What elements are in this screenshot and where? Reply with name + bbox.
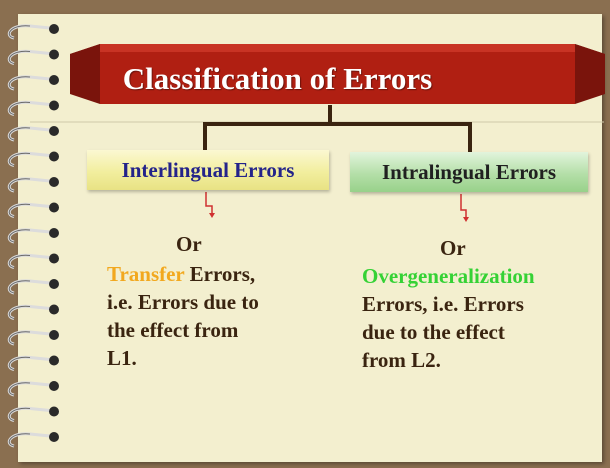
description-line: from L2. <box>362 348 441 372</box>
interlingual-errors-box: Interlingual Errors <box>87 150 329 190</box>
spiral-hole <box>49 381 59 391</box>
description-line: Errors, i.e. Errors <box>362 292 524 316</box>
spiral-hole <box>49 253 59 264</box>
or-label-right: Or <box>440 236 466 260</box>
spiral-hole <box>49 49 59 60</box>
description-line: L1. <box>107 346 137 370</box>
spiral-hole <box>49 406 59 417</box>
description-line: i.e. Errors due to <box>107 290 259 314</box>
spiral-hole <box>49 330 59 340</box>
spiral-hole <box>49 75 59 85</box>
page-title: Classification of Errors <box>122 61 433 96</box>
spiral-hole <box>49 24 59 34</box>
overgeneralization-errors-description: Overgeneralization Errors, i.e. Errors d… <box>362 262 592 374</box>
spiral-hole <box>49 151 59 162</box>
spiral-hole <box>49 355 59 366</box>
description-line: the effect from <box>107 318 239 342</box>
transfer-term: Transfer <box>107 262 185 286</box>
spiral-binding-icon <box>7 24 59 448</box>
description-line: Transfer Errors, <box>107 260 307 288</box>
spiral-hole <box>49 432 59 442</box>
title-banner <box>70 44 605 104</box>
spiral-hole <box>49 202 59 213</box>
description-line: due to the effect <box>362 320 505 344</box>
or-label-left: Or <box>176 232 202 256</box>
spiral-hole <box>49 304 59 315</box>
spiral-hole <box>49 126 59 136</box>
spiral-hole <box>49 279 59 289</box>
overgeneralization-term: Overgeneralization <box>362 264 535 288</box>
spiral-hole <box>49 228 59 238</box>
transfer-errors-description: Transfer Errors, i.e. Errors due to the … <box>107 260 307 372</box>
description-text: Errors, <box>184 262 256 286</box>
spiral-hole <box>49 177 59 187</box>
intralingual-errors-box: Intralingual Errors <box>350 152 588 192</box>
spiral-hole <box>49 100 59 111</box>
